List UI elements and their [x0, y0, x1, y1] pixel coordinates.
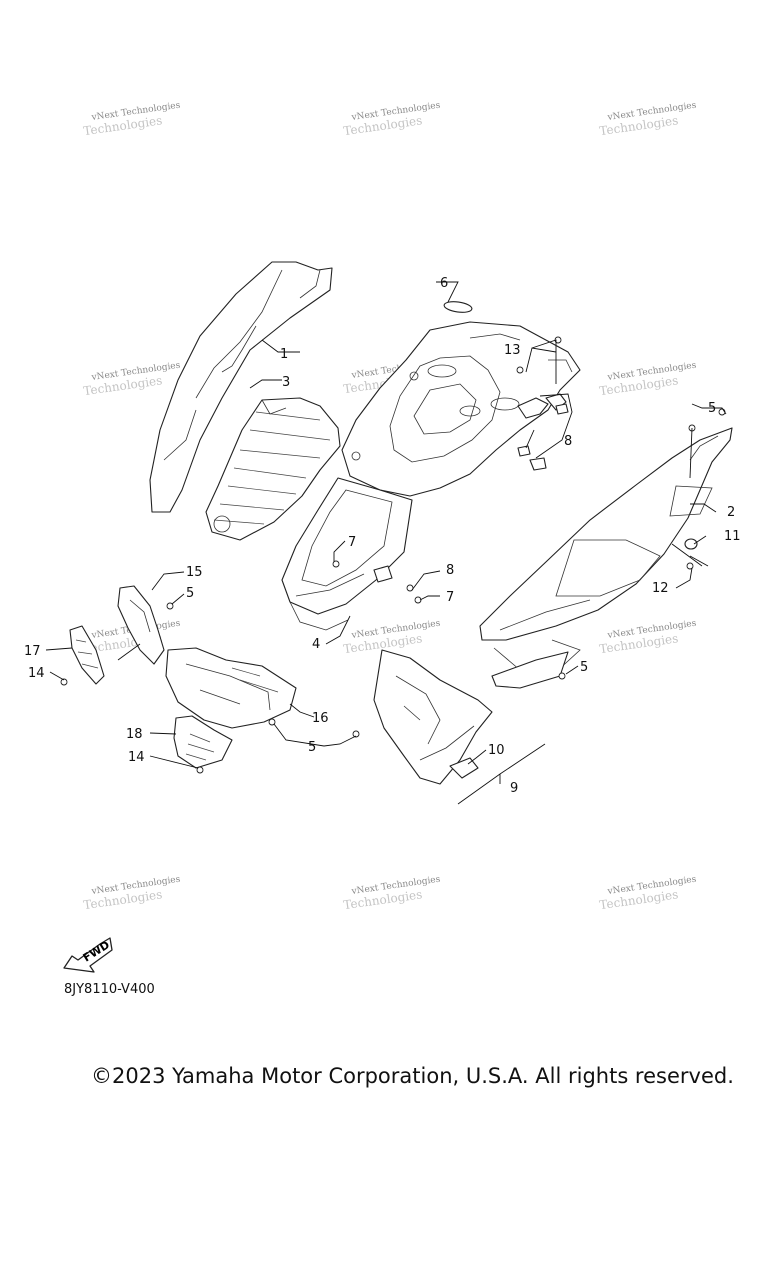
- watermark: Technologies vNext Technologies: [599, 875, 698, 913]
- part-small-cover-18: [173, 715, 233, 769]
- callout-9: 9: [510, 781, 518, 796]
- callout-5a: 5: [708, 401, 716, 416]
- diagram-code: 8JY8110-V400: [64, 982, 155, 997]
- part-grommet: [684, 538, 698, 550]
- part-bracket-15: [117, 585, 165, 665]
- copyright-notice: ©2023 Yamaha Motor Corporation, U.S.A. A…: [91, 1064, 734, 1088]
- part-main-body: [341, 321, 581, 497]
- fwd-arrow: FWD: [63, 937, 113, 973]
- part-brackets: [517, 393, 569, 471]
- callout-7a: 7: [348, 535, 356, 550]
- part-plate-17: [69, 625, 105, 685]
- part-inner-panel: [205, 397, 341, 541]
- callout-17: 17: [24, 644, 41, 659]
- callout-1: 1: [280, 347, 288, 362]
- callout-8b: 8: [446, 563, 454, 578]
- callout-3: 3: [282, 375, 290, 390]
- callout-6: 6: [440, 276, 448, 291]
- part-pad: [443, 301, 473, 313]
- part-pad-10: [449, 757, 479, 779]
- part-lower-front-cover: [373, 649, 493, 785]
- part-front-lower-cover: [281, 477, 413, 631]
- watermark: Technologies vNext Technologies: [343, 101, 442, 139]
- callout-5b: 5: [186, 586, 194, 601]
- part-side-cover-left: [149, 261, 333, 513]
- callout-5d: 5: [580, 660, 588, 675]
- watermark: Technologies vNext Technologies: [599, 101, 698, 139]
- callout-14b: 14: [128, 750, 145, 765]
- callout-13: 13: [504, 343, 521, 358]
- callout-11: 11: [724, 529, 741, 544]
- watermark: Technologies vNext Technologies: [83, 101, 182, 139]
- watermark: Technologies vNext Technologies: [83, 361, 182, 399]
- watermark: Technologies vNext Technologies: [599, 361, 698, 399]
- callout-16: 16: [312, 711, 329, 726]
- callout-18: 18: [126, 727, 143, 742]
- watermark: Technologies vNext Technologies: [599, 619, 698, 657]
- part-lower-inner-cover: [165, 647, 297, 729]
- callout-14a: 14: [28, 666, 45, 681]
- callout-5c: 5: [308, 740, 316, 755]
- watermark: Technologies vNext Technologies: [83, 875, 182, 913]
- callout-7b: 7: [446, 590, 454, 605]
- callout-15: 15: [186, 565, 203, 580]
- callout-labels: 1 2 3 4 5 5 5 5 5 6 7 7 8 8 9 10 11 12 1…: [24, 276, 741, 796]
- fwd-arrow-icon: [63, 937, 113, 973]
- callout-2: 2: [727, 505, 735, 520]
- part-side-cover-right: [479, 427, 733, 689]
- callout-10: 10: [488, 743, 505, 758]
- callout-8a: 8: [564, 434, 572, 449]
- watermark: Technologies vNext Technologies: [343, 619, 442, 657]
- callout-12: 12: [652, 581, 669, 596]
- callout-4: 4: [312, 637, 320, 652]
- leader-lines: [45, 281, 727, 805]
- watermark: Technologies vNext Technologies: [343, 875, 442, 913]
- fasteners: [60, 336, 726, 774]
